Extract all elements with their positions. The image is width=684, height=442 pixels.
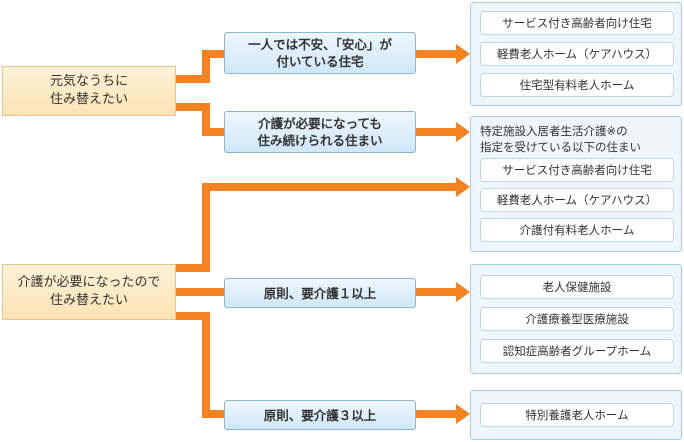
connector-line bbox=[202, 128, 224, 136]
connector-line bbox=[416, 410, 458, 418]
housing-option: 軽費老人ホーム（ケアハウス） bbox=[480, 42, 674, 66]
housing-option: 特別養護老人ホーム bbox=[480, 403, 674, 427]
connector-line bbox=[202, 410, 224, 418]
connector-line bbox=[176, 312, 210, 320]
condition-box-security: 一人では不安、「安心」が 付いている住宅 bbox=[224, 32, 416, 74]
connector-line bbox=[176, 75, 210, 83]
start-box-care-needed: 介護が必要になったので 住み替えたい bbox=[2, 264, 176, 320]
start-label-line2: 住み替えたい bbox=[49, 293, 128, 308]
condition-label-line1: 一人では不安、「安心」が bbox=[248, 37, 392, 52]
start-box-healthy: 元気なうちに 住み替えたい bbox=[2, 66, 176, 116]
housing-panel-independent: サービス付き高齢者向け住宅 軽費老人ホーム（ケアハウス） 住宅型有料老人ホーム bbox=[470, 2, 682, 106]
housing-option: 介護療養型医療施設 bbox=[480, 307, 674, 331]
condition-box-continued-living: 介護が必要になっても 住み続けられる住まい bbox=[224, 111, 416, 153]
start-label-line2: 住み替えたい bbox=[49, 92, 128, 107]
housing-panel-care-level-1: 老人保健施設 介護療養型医療施設 認知症高齢者グループホーム bbox=[470, 264, 682, 374]
housing-option: 住宅型有料老人ホーム bbox=[480, 73, 674, 97]
connector-line bbox=[202, 183, 210, 272]
connector-line bbox=[202, 183, 456, 191]
connector-line bbox=[176, 103, 210, 111]
connector-line bbox=[202, 103, 210, 136]
housing-panel-care-level-3: 特別養護老人ホーム bbox=[470, 390, 682, 440]
arrow-right-icon bbox=[456, 44, 470, 64]
housing-panel-specified-facility: 特定施設入居者生活介護※の 指定を受けている以下の住まい サービス付き高齢者向け… bbox=[470, 116, 682, 252]
arrow-right-icon bbox=[456, 282, 470, 302]
condition-label: 原則、要介護１以上 bbox=[263, 285, 377, 301]
connector-line bbox=[202, 50, 210, 83]
connector-line bbox=[176, 288, 224, 296]
connector-line bbox=[416, 50, 458, 58]
housing-option: 介護付有料老人ホーム bbox=[480, 218, 674, 242]
arrow-right-icon bbox=[456, 404, 470, 424]
connector-line bbox=[176, 264, 210, 272]
connector-line bbox=[416, 288, 458, 296]
connector-line bbox=[202, 50, 224, 58]
condition-label-line2: 付いている住宅 bbox=[276, 54, 364, 69]
condition-box-care-level-3: 原則、要介護３以上 bbox=[224, 400, 416, 430]
panel-note-line2: 指定を受けている以下の住まい bbox=[480, 140, 641, 154]
connector-line bbox=[416, 128, 458, 136]
arrow-right-icon bbox=[456, 177, 470, 197]
housing-option: サービス付き高齢者向け住宅 bbox=[480, 158, 674, 182]
housing-option: 認知症高齢者グループホーム bbox=[480, 339, 674, 363]
condition-label: 原則、要介護３以上 bbox=[263, 407, 377, 423]
condition-label-line2: 住み続けられる住まい bbox=[257, 133, 383, 148]
housing-option: 軽費老人ホーム（ケアハウス） bbox=[480, 188, 674, 212]
panel-note: 特定施設入居者生活介護※の 指定を受けている以下の住まい bbox=[480, 123, 680, 155]
arrow-right-icon bbox=[456, 122, 470, 142]
start-label-line1: 元気なうちに bbox=[49, 74, 128, 89]
condition-label-line1: 介護が必要になっても bbox=[258, 116, 382, 131]
start-label-line1: 介護が必要になったので bbox=[17, 275, 161, 290]
panel-note-line1: 特定施設入居者生活介護※の bbox=[480, 124, 628, 138]
condition-box-care-level-1: 原則、要介護１以上 bbox=[224, 278, 416, 308]
housing-option: 老人保健施設 bbox=[480, 275, 674, 299]
housing-option: サービス付き高齢者向け住宅 bbox=[480, 11, 674, 35]
connector-line bbox=[202, 312, 210, 418]
